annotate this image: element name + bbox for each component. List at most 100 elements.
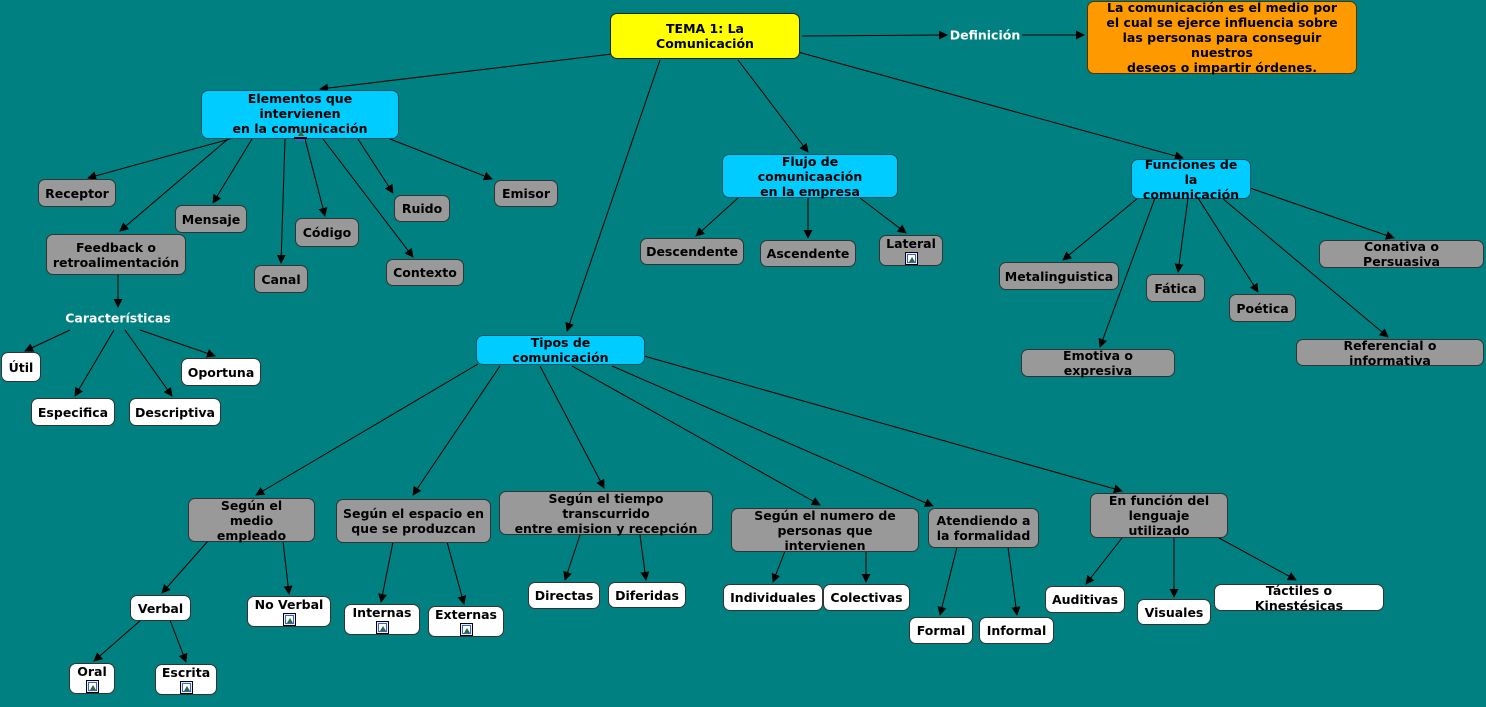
visuales-node[interactable]: Visuales [1137, 599, 1211, 625]
verbal-node[interactable]: Verbal [130, 595, 191, 621]
visuales-label: Visuales [1144, 604, 1204, 620]
directas-node[interactable]: Directas [528, 582, 600, 609]
oral-label: Oral [77, 664, 107, 679]
emotiva-label: Emotiva o expresiva [1063, 348, 1133, 378]
resource-icon[interactable] [293, 130, 307, 141]
tactiles-label: Táctiles o Kinestésicas [1254, 582, 1344, 613]
descendente-node[interactable]: Descendente [640, 238, 744, 265]
espacio-label: Según el espacio en que se produzcan [343, 506, 485, 536]
resource-icon[interactable] [904, 252, 918, 265]
link-elementos-emisor [389, 138, 493, 181]
referencial-node[interactable]: Referencial o informativa [1296, 338, 1484, 368]
ruido-label: Ruido [401, 201, 443, 216]
formalidad-node[interactable]: Atendiendo a la formalidad [928, 508, 1039, 548]
formal-label: Formal [916, 623, 966, 638]
definicion-node[interactable]: La comunicación es el medio por el cual … [1087, 0, 1357, 75]
oportuna-label: Oportuna [187, 364, 255, 380]
espacio-node[interactable]: Según el espacio en que se produzcan [336, 499, 491, 543]
link-espacio-internas [378, 541, 394, 603]
diferidas-label: Diferidas [615, 587, 679, 603]
elementos-label: Elementos que intervienen en la comunica… [232, 90, 368, 136]
lateral-node[interactable]: Lateral [879, 235, 943, 266]
oral-node[interactable]: Oral [69, 663, 115, 694]
resource-icon[interactable] [282, 613, 296, 626]
link-caract-especifica [74, 329, 115, 397]
root-label: TEMA 1: La Comunicación [656, 21, 754, 51]
externas-node[interactable]: Externas [428, 606, 504, 637]
individuales-node[interactable]: Individuales [723, 584, 823, 611]
canal-node[interactable]: Canal [254, 265, 308, 293]
flujo-label: Flujo de comunicaación en la empresa [757, 153, 863, 199]
link-root-elementos [319, 53, 613, 93]
escrita-node[interactable]: Escrita [155, 664, 217, 695]
lenguaje-node[interactable]: En función del lenguaje utilizado [1090, 493, 1228, 538]
resource-icon[interactable] [459, 623, 473, 636]
resource-icon[interactable] [375, 621, 389, 634]
tactiles-node[interactable]: Táctiles o Kinestésicas [1214, 582, 1384, 613]
link-funciones-referencial [1221, 197, 1389, 338]
emisor-node[interactable]: Emisor [494, 180, 558, 207]
resource-icon[interactable] [179, 681, 193, 694]
individuales-label: Individuales [730, 590, 816, 605]
contexto-node[interactable]: Contexto [386, 259, 464, 286]
funciones-node[interactable]: Funciones de la comunicación [1131, 156, 1251, 202]
descriptiva-node[interactable]: Descriptiva [129, 398, 221, 426]
link-root-funciones [797, 51, 1184, 161]
link-lenguaje-auditivas [1085, 537, 1123, 585]
contexto-label: Contexto [393, 265, 457, 280]
flujo-node[interactable]: Flujo de comunicaación en la empresa [722, 153, 898, 199]
link-caract-util [24, 329, 71, 352]
medio-node[interactable]: Según el medio empleado [188, 497, 315, 543]
fatica-label: Fática [1154, 280, 1197, 296]
link-funciones-conativa [1249, 187, 1395, 240]
metalinguistica-node[interactable]: Metalinguistica [999, 262, 1119, 290]
emotiva-node[interactable]: Emotiva o expresiva [1021, 348, 1175, 378]
internas-node[interactable]: Internas [344, 604, 420, 635]
fatica-node[interactable]: Fática [1146, 274, 1205, 302]
tiempo-node[interactable]: Según el tiempo transcurrido entre emisi… [499, 491, 713, 536]
link-flujo-descendente [695, 197, 739, 237]
noverbal-label: No Verbal [254, 597, 324, 612]
link-tipos-formalidad [611, 365, 934, 507]
link-verbal-escrita [169, 619, 188, 663]
feedback-node[interactable]: Feedback o retroalimentación [46, 234, 186, 275]
informal-label: Informal [986, 623, 1047, 638]
elementos-node[interactable]: Elementos que intervienen en la comunica… [201, 90, 399, 141]
util-node[interactable]: Útil [1, 352, 41, 382]
link-elementos-feedback [119, 138, 229, 232]
canal-label: Canal [261, 271, 301, 287]
link-elementos-codigo [304, 138, 328, 217]
funciones-label: Funciones de la comunicación [1142, 156, 1240, 202]
root-node[interactable]: TEMA 1: La Comunicación [610, 13, 800, 59]
link-tipos-lenguaje [643, 355, 1123, 494]
formal-node[interactable]: Formal [909, 617, 973, 644]
diferidas-node[interactable]: Diferidas [608, 582, 686, 608]
internas-label: Internas [352, 605, 412, 620]
ruido-node[interactable]: Ruido [394, 195, 450, 222]
mensaje-node[interactable]: Mensaje [175, 205, 247, 233]
noverbal-node[interactable]: No Verbal [247, 596, 331, 627]
resource-icon[interactable] [85, 680, 99, 693]
numero-node[interactable]: Según el numero de personas que intervie… [731, 508, 919, 553]
informal-node[interactable]: Informal [979, 617, 1054, 644]
poetica-node[interactable]: Poética [1229, 294, 1296, 322]
auditivas-node[interactable]: Auditivas [1045, 586, 1125, 613]
especifica-node[interactable]: Especifica [31, 398, 115, 426]
link-medio-verbal [161, 540, 209, 594]
mensaje-label: Mensaje [181, 211, 241, 227]
receptor-node[interactable]: Receptor [38, 179, 116, 207]
colectivas-node[interactable]: Colectivas [823, 584, 910, 611]
link-elementos-ruido [357, 138, 394, 194]
link-tipos-tiempo [539, 365, 605, 489]
ascendente-node[interactable]: Ascendente [760, 240, 856, 267]
emisor-label: Emisor [501, 186, 551, 201]
link-root-tipos [565, 59, 661, 332]
conativa-node[interactable]: Conativa o Persuasiva [1319, 239, 1484, 269]
medio-label: Según el medio empleado [216, 497, 287, 543]
codigo-node[interactable]: Código [295, 218, 359, 247]
oportuna-node[interactable]: Oportuna [181, 358, 261, 386]
link-caract-descriptiva [124, 329, 173, 397]
link-root-definicion [801, 30, 948, 40]
tipos-node[interactable]: Tipos de comunicación [476, 335, 645, 365]
